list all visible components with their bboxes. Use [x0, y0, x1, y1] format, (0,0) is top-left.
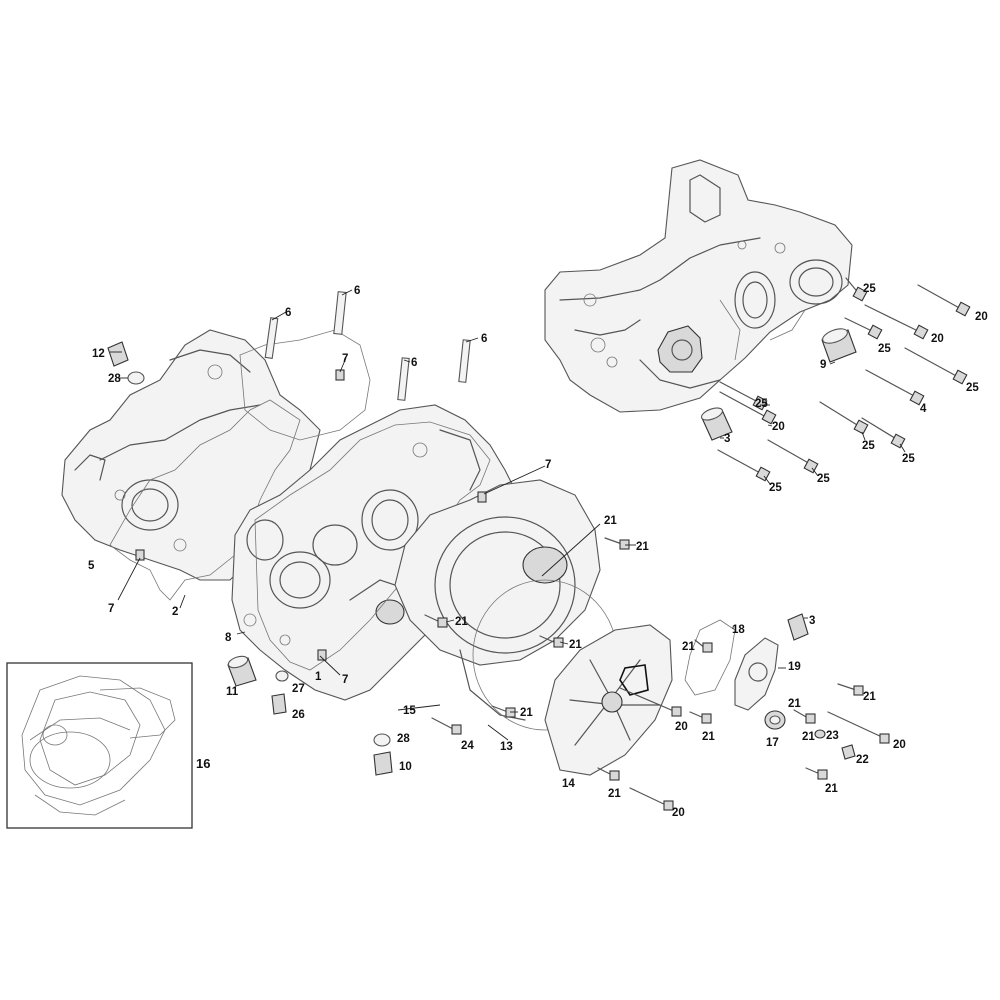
callout-16: 16 [196, 756, 210, 771]
washer-27 [275, 670, 289, 682]
gasket-kit-inset [6, 662, 193, 829]
water-pump-cover-19 [734, 637, 779, 711]
callout-25: 25 [863, 283, 876, 295]
outer-cover-14 [544, 624, 673, 776]
callout-21: 21 [825, 783, 838, 795]
callout-18: 18 [732, 624, 745, 636]
callout-6: 6 [411, 357, 417, 369]
bolt-20-rod-1 [917, 284, 964, 311]
callout-23: 23 [826, 730, 839, 742]
callout-7: 7 [545, 459, 551, 471]
callout-2: 2 [172, 606, 178, 618]
callout-7: 7 [108, 603, 114, 615]
bushing-9 [821, 328, 857, 363]
callout-21: 21 [702, 731, 715, 743]
callout-25: 25 [862, 440, 875, 452]
dowel-pins-6 [264, 291, 471, 401]
callout-6: 6 [285, 307, 291, 319]
callout-25: 25 [755, 398, 768, 410]
callout-22: 22 [856, 754, 869, 766]
callout-21: 21 [802, 731, 815, 743]
callout-4: 4 [920, 403, 927, 415]
bushing-3-lower [787, 613, 809, 641]
callout-13: 13 [500, 741, 513, 753]
gasket-18 [684, 619, 736, 696]
callout-20: 20 [672, 807, 685, 819]
seal-17 [764, 710, 786, 730]
callout-21: 21 [636, 541, 649, 553]
callout-20: 20 [893, 739, 906, 751]
callout-21: 21 [604, 515, 617, 527]
callout-28: 28 [397, 733, 410, 745]
washer-23 [814, 729, 826, 739]
washer-28-upper [127, 371, 145, 385]
right-bolt-group [717, 277, 971, 482]
callout-25: 25 [769, 482, 782, 494]
drain-plug-26 [271, 693, 287, 715]
leader-lines [110, 289, 906, 741]
callout-7: 7 [342, 674, 348, 686]
callout-21: 21 [863, 691, 876, 703]
callout-9: 9 [820, 359, 826, 371]
callout-6: 6 [481, 333, 487, 345]
callout-15: 15 [403, 705, 416, 717]
callout-20: 20 [675, 721, 688, 733]
callout-21: 21 [788, 698, 801, 710]
callout-14: 14 [562, 778, 575, 790]
callout-20: 20 [772, 421, 785, 433]
plug-10 [373, 751, 393, 776]
callout-19: 19 [788, 661, 801, 673]
assembled-crankcase-illustration [544, 159, 853, 413]
callout-27: 27 [292, 683, 305, 695]
callout-17: 17 [766, 737, 779, 749]
callout-11: 11 [226, 686, 239, 698]
callout-3: 3 [724, 433, 730, 445]
callout-10: 10 [399, 761, 412, 773]
callout-21: 21 [569, 639, 582, 651]
gasket-7-upper [239, 329, 371, 441]
callout-7: 7 [342, 353, 348, 365]
callout-25: 25 [902, 453, 915, 465]
callout-5: 5 [88, 560, 95, 572]
callout-25: 25 [966, 382, 979, 394]
callout-12: 12 [92, 348, 105, 360]
callout-1: 1 [315, 671, 322, 683]
callout-21: 21 [455, 616, 468, 628]
screws-7 [135, 369, 487, 661]
callout-21: 21 [520, 707, 533, 719]
plug-12 [107, 341, 129, 367]
callout-labels: 12 28 6 6 6 6 7 7 5 7 2 8 1 7 11 27 26 1… [88, 283, 988, 819]
bushing-3-upper [700, 407, 733, 441]
callout-21: 21 [608, 788, 621, 800]
callout-28: 28 [108, 373, 121, 385]
washer-28-lower [373, 733, 391, 747]
callout-3: 3 [809, 615, 815, 627]
callout-21: 21 [682, 641, 695, 653]
callout-6: 6 [354, 285, 360, 297]
callout-8: 8 [225, 632, 232, 644]
bushing-11 [227, 655, 257, 687]
bolt-20-head-1 [955, 301, 971, 317]
callout-25: 25 [817, 473, 830, 485]
callout-20: 20 [931, 333, 944, 345]
cover-bolts [424, 537, 890, 811]
plug-22 [841, 744, 856, 760]
gasket-2 [109, 399, 301, 601]
callout-26: 26 [292, 709, 305, 721]
callout-20: 20 [975, 311, 988, 323]
callout-24: 24 [461, 740, 474, 752]
callout-25: 25 [878, 343, 891, 355]
